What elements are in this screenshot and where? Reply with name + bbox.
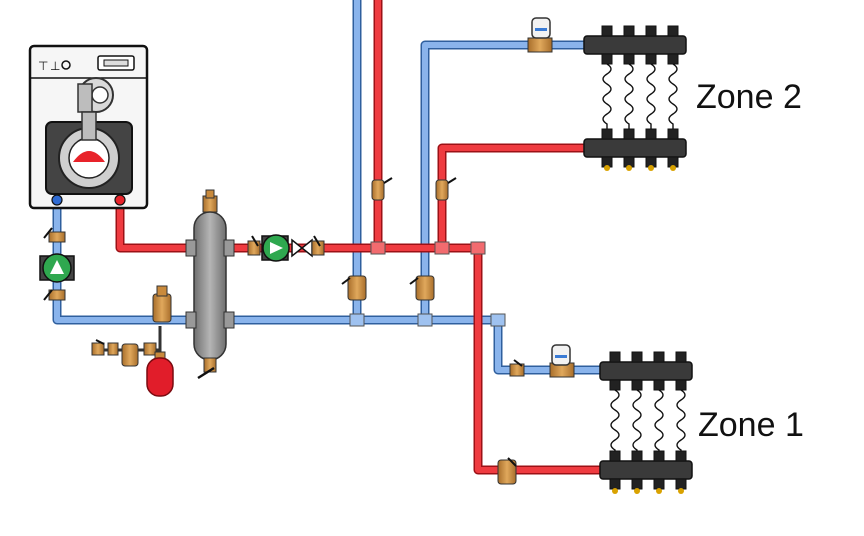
riser-valves [341, 177, 457, 301]
supply-piping [115, 0, 605, 475]
zone-1-ball-valves [497, 359, 525, 485]
zone-1-label: Zone 1 [698, 406, 804, 444]
boiler-circulator-pump-icon [39, 227, 75, 301]
svg-text:⊤: ⊤ [38, 59, 48, 73]
zone-1-valve-icon [549, 344, 575, 378]
system-circulator-pump-icon [247, 234, 325, 262]
zone-2-label: Zone 2 [696, 78, 802, 116]
fill-valve-assembly-icon [91, 326, 162, 367]
zone-2-valve-icon [527, 17, 553, 53]
boiler-icon: ⊤ ⊥ [28, 44, 149, 210]
air-separator-icon [152, 285, 172, 323]
svg-text:⊥: ⊥ [50, 59, 60, 73]
hydraulic-separator-icon [185, 189, 235, 380]
zone-2-manifold-icon [583, 25, 687, 171]
pipe-fittings [349, 241, 506, 327]
expansion-tank-icon [146, 351, 174, 397]
zone-1-manifold-icon [599, 351, 693, 494]
